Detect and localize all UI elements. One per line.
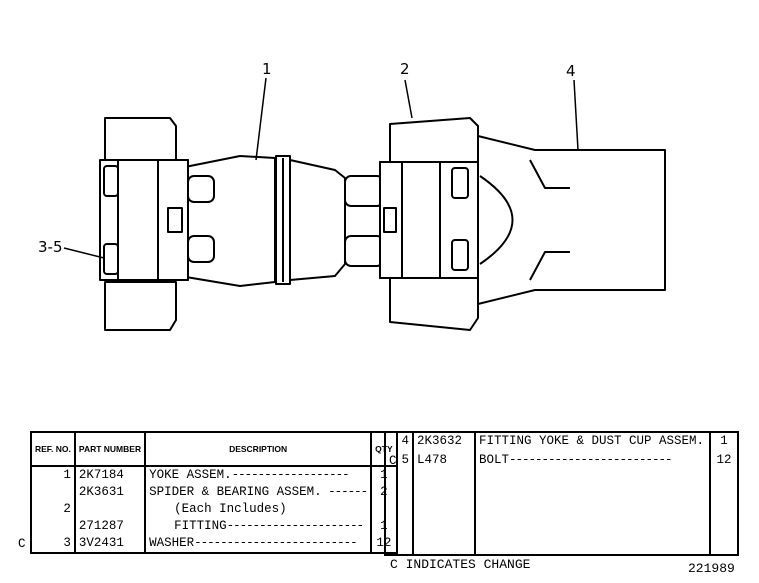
ref-cell: 2 xyxy=(63,502,71,516)
part-number-cell: 3V2431 xyxy=(73,535,146,553)
change-flag: C xyxy=(389,454,397,468)
ref-cell: 5 xyxy=(401,453,409,468)
ref-cell: 3 xyxy=(63,536,71,550)
qty-cell: 1 xyxy=(370,518,397,535)
empty-cell xyxy=(412,471,475,555)
table-row: 2 (Each Includes) xyxy=(31,501,397,518)
ref-cell: 1 xyxy=(63,468,71,482)
empty-cell xyxy=(385,471,413,555)
table-row: 2K3631 SPIDER & BEARING ASSEM. ------ 2 xyxy=(31,484,397,501)
universal-joint-drawing xyxy=(63,77,666,331)
callout-1: 1 xyxy=(262,60,272,78)
qty-header: QTY xyxy=(370,432,397,466)
callout-4: 4 xyxy=(566,62,576,80)
callout-3-5: 3-5 xyxy=(38,238,63,256)
description-cell: SPIDER & BEARING ASSEM. ------ xyxy=(144,484,372,501)
table-row: 3 3V2431 WASHER-------------------------… xyxy=(31,535,397,553)
right-spider-bearing xyxy=(344,117,481,331)
empty-cell xyxy=(709,471,738,555)
dust-cup-yoke xyxy=(477,135,666,305)
qty-cell: 1 xyxy=(370,466,397,484)
description-cell: (Each Includes) xyxy=(144,501,372,518)
description-cell: WASHER------------------------- xyxy=(144,535,372,553)
description-cell: FITTING--------------------- xyxy=(144,518,372,535)
table-row-empty xyxy=(385,471,738,555)
leader-lines xyxy=(63,77,579,259)
table-row: 271287 FITTING--------------------- 1 xyxy=(31,518,397,535)
table-row: 1 2K7184 YOKE ASSEM.------------------ 1 xyxy=(31,466,397,484)
part-number-cell xyxy=(73,501,146,518)
ref-cell: 4 xyxy=(401,434,409,448)
empty-cell xyxy=(474,471,710,555)
change-flag: C xyxy=(18,537,26,551)
description-cell: FITTING YOKE & DUST CUP ASSEM. xyxy=(474,432,710,453)
callout-2: 2 xyxy=(400,60,410,78)
change-legend: C INDICATES CHANGE xyxy=(390,557,531,572)
figure-number: 221989 xyxy=(688,561,735,576)
part-number-cell: 271287 xyxy=(73,518,146,535)
qty-cell: 1 xyxy=(709,432,738,453)
description-cell: BOLT------------------------- xyxy=(474,452,710,471)
description-cell: YOKE ASSEM.------------------ xyxy=(144,466,372,484)
qty-cell xyxy=(370,501,397,518)
part-number-cell: 2K7184 xyxy=(73,466,146,484)
ref-cell xyxy=(31,484,75,501)
table-header: REF. NO. PART NUMBER DESCRIPTION QTY xyxy=(31,432,397,466)
ref-no-header: REF. NO. xyxy=(35,444,71,454)
qty-cell: 12 xyxy=(370,535,397,553)
part-number-cell: 2K3632 xyxy=(412,432,475,453)
ref-cell xyxy=(31,518,75,535)
part-number-cell: 2K3631 xyxy=(73,484,146,501)
part-number-cell: L478 xyxy=(412,452,475,471)
parts-table-right: 4 2K3632 FITTING YOKE & DUST CUP ASSEM. … xyxy=(384,431,739,556)
qty-cell: 2 xyxy=(370,484,397,501)
left-spider-bearing xyxy=(99,117,215,331)
part-number-header: PART NUMBER xyxy=(73,432,146,466)
description-header: DESCRIPTION xyxy=(144,432,372,466)
parts-table-left: REF. NO. PART NUMBER DESCRIPTION QTY 1 2… xyxy=(30,431,398,554)
table-row: 4 2K3632 FITTING YOKE & DUST CUP ASSEM. … xyxy=(385,432,738,453)
table-row: 5 L478 BOLT------------------------- 12 xyxy=(385,452,738,471)
qty-cell: 12 xyxy=(709,452,738,471)
